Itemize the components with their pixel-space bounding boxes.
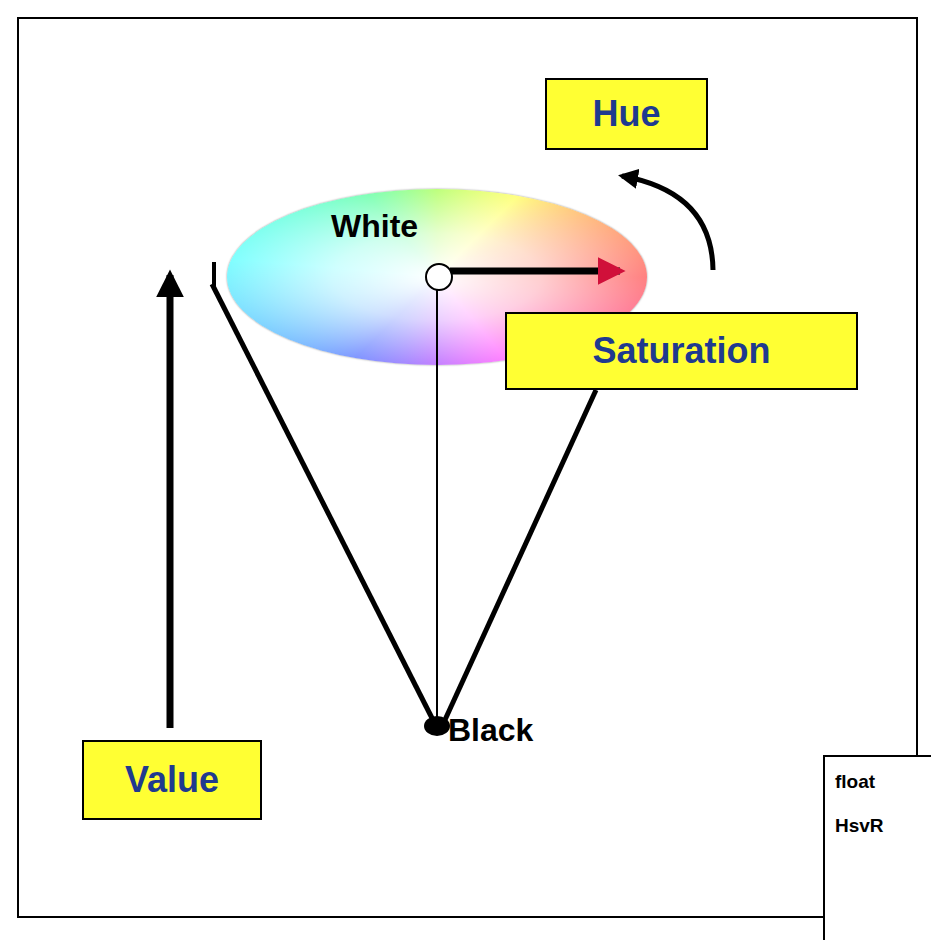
white-point	[426, 264, 452, 290]
box-title: Value	[125, 759, 219, 801]
saturation-box: Saturation	[505, 312, 858, 390]
code-box: floatHsvR	[823, 755, 931, 940]
value-axis	[436, 290, 438, 722]
cone-edge-left	[212, 284, 434, 722]
rim-tick	[212, 262, 216, 286]
hue-box: Hue	[545, 78, 708, 150]
frame-border	[18, 18, 917, 917]
box-title: Saturation	[592, 330, 770, 372]
saturation-arrow	[450, 268, 620, 275]
value-arrow	[167, 275, 174, 728]
code-line: float	[835, 771, 931, 793]
white-label: White	[331, 208, 418, 245]
black-label: Black	[448, 712, 533, 749]
black-point	[424, 716, 450, 736]
box-title: Hue	[592, 93, 660, 135]
value-box: Value	[82, 740, 262, 820]
hue-arc-arrow	[622, 176, 713, 270]
cone-edge-right	[444, 390, 596, 722]
code-line: HsvR	[835, 815, 931, 837]
